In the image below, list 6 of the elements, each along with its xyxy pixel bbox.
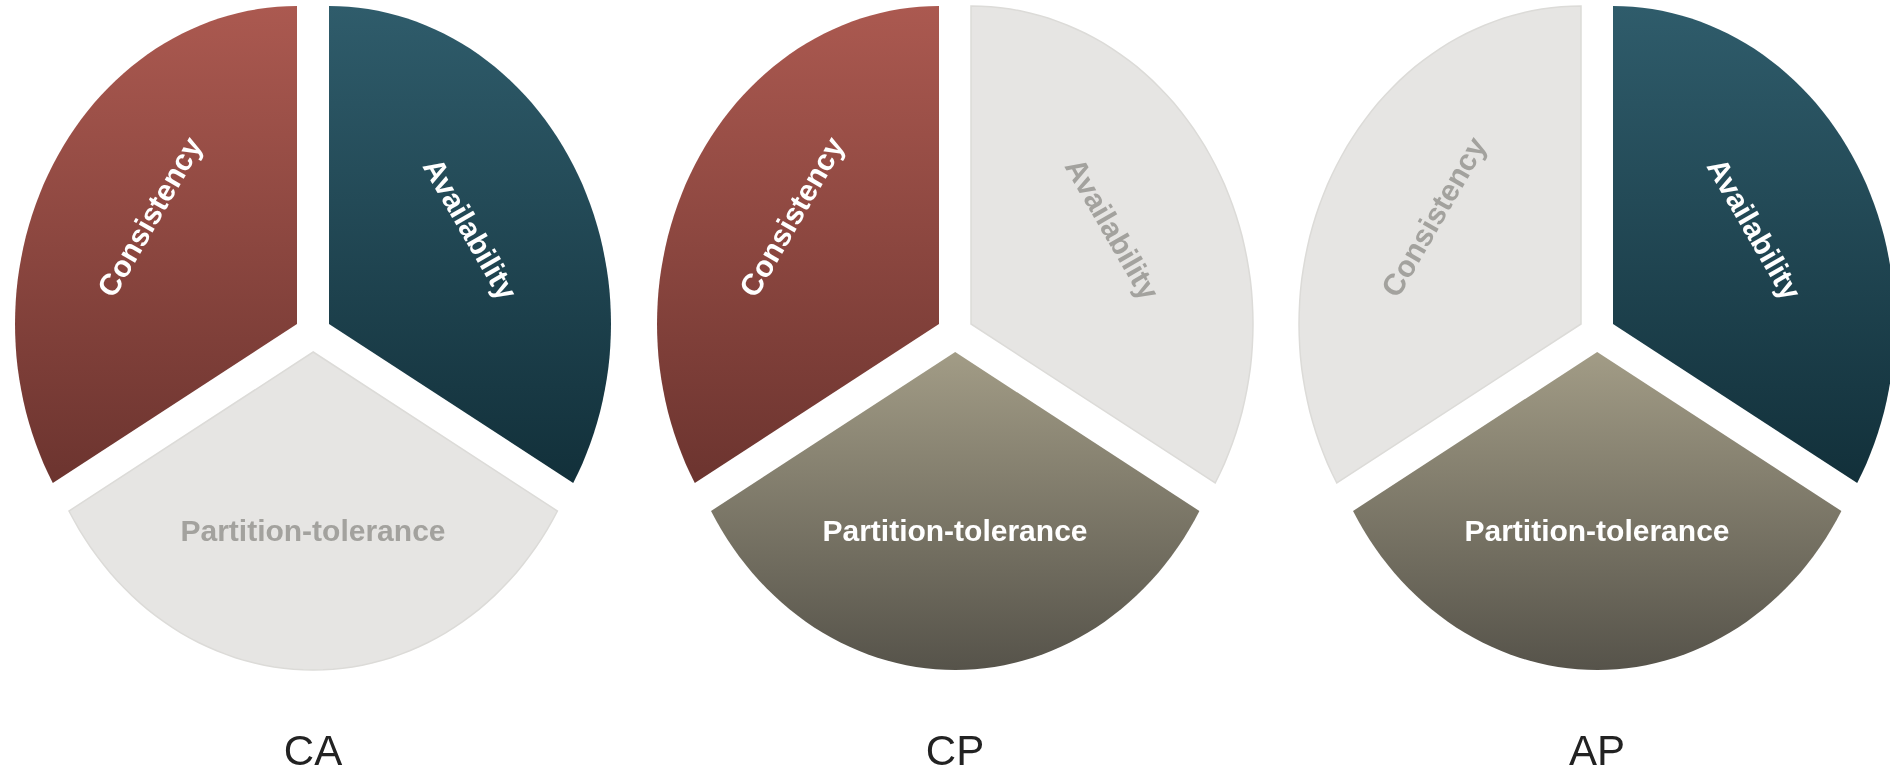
segment-label: Partition-tolerance (1464, 516, 1730, 546)
chart-caption: CA (283, 730, 343, 772)
chart-caption: CP (925, 730, 985, 772)
segment-label: Partition-tolerance (822, 516, 1088, 546)
chart-caption: AP (1569, 730, 1625, 772)
segment-label: Partition-tolerance (180, 516, 446, 546)
